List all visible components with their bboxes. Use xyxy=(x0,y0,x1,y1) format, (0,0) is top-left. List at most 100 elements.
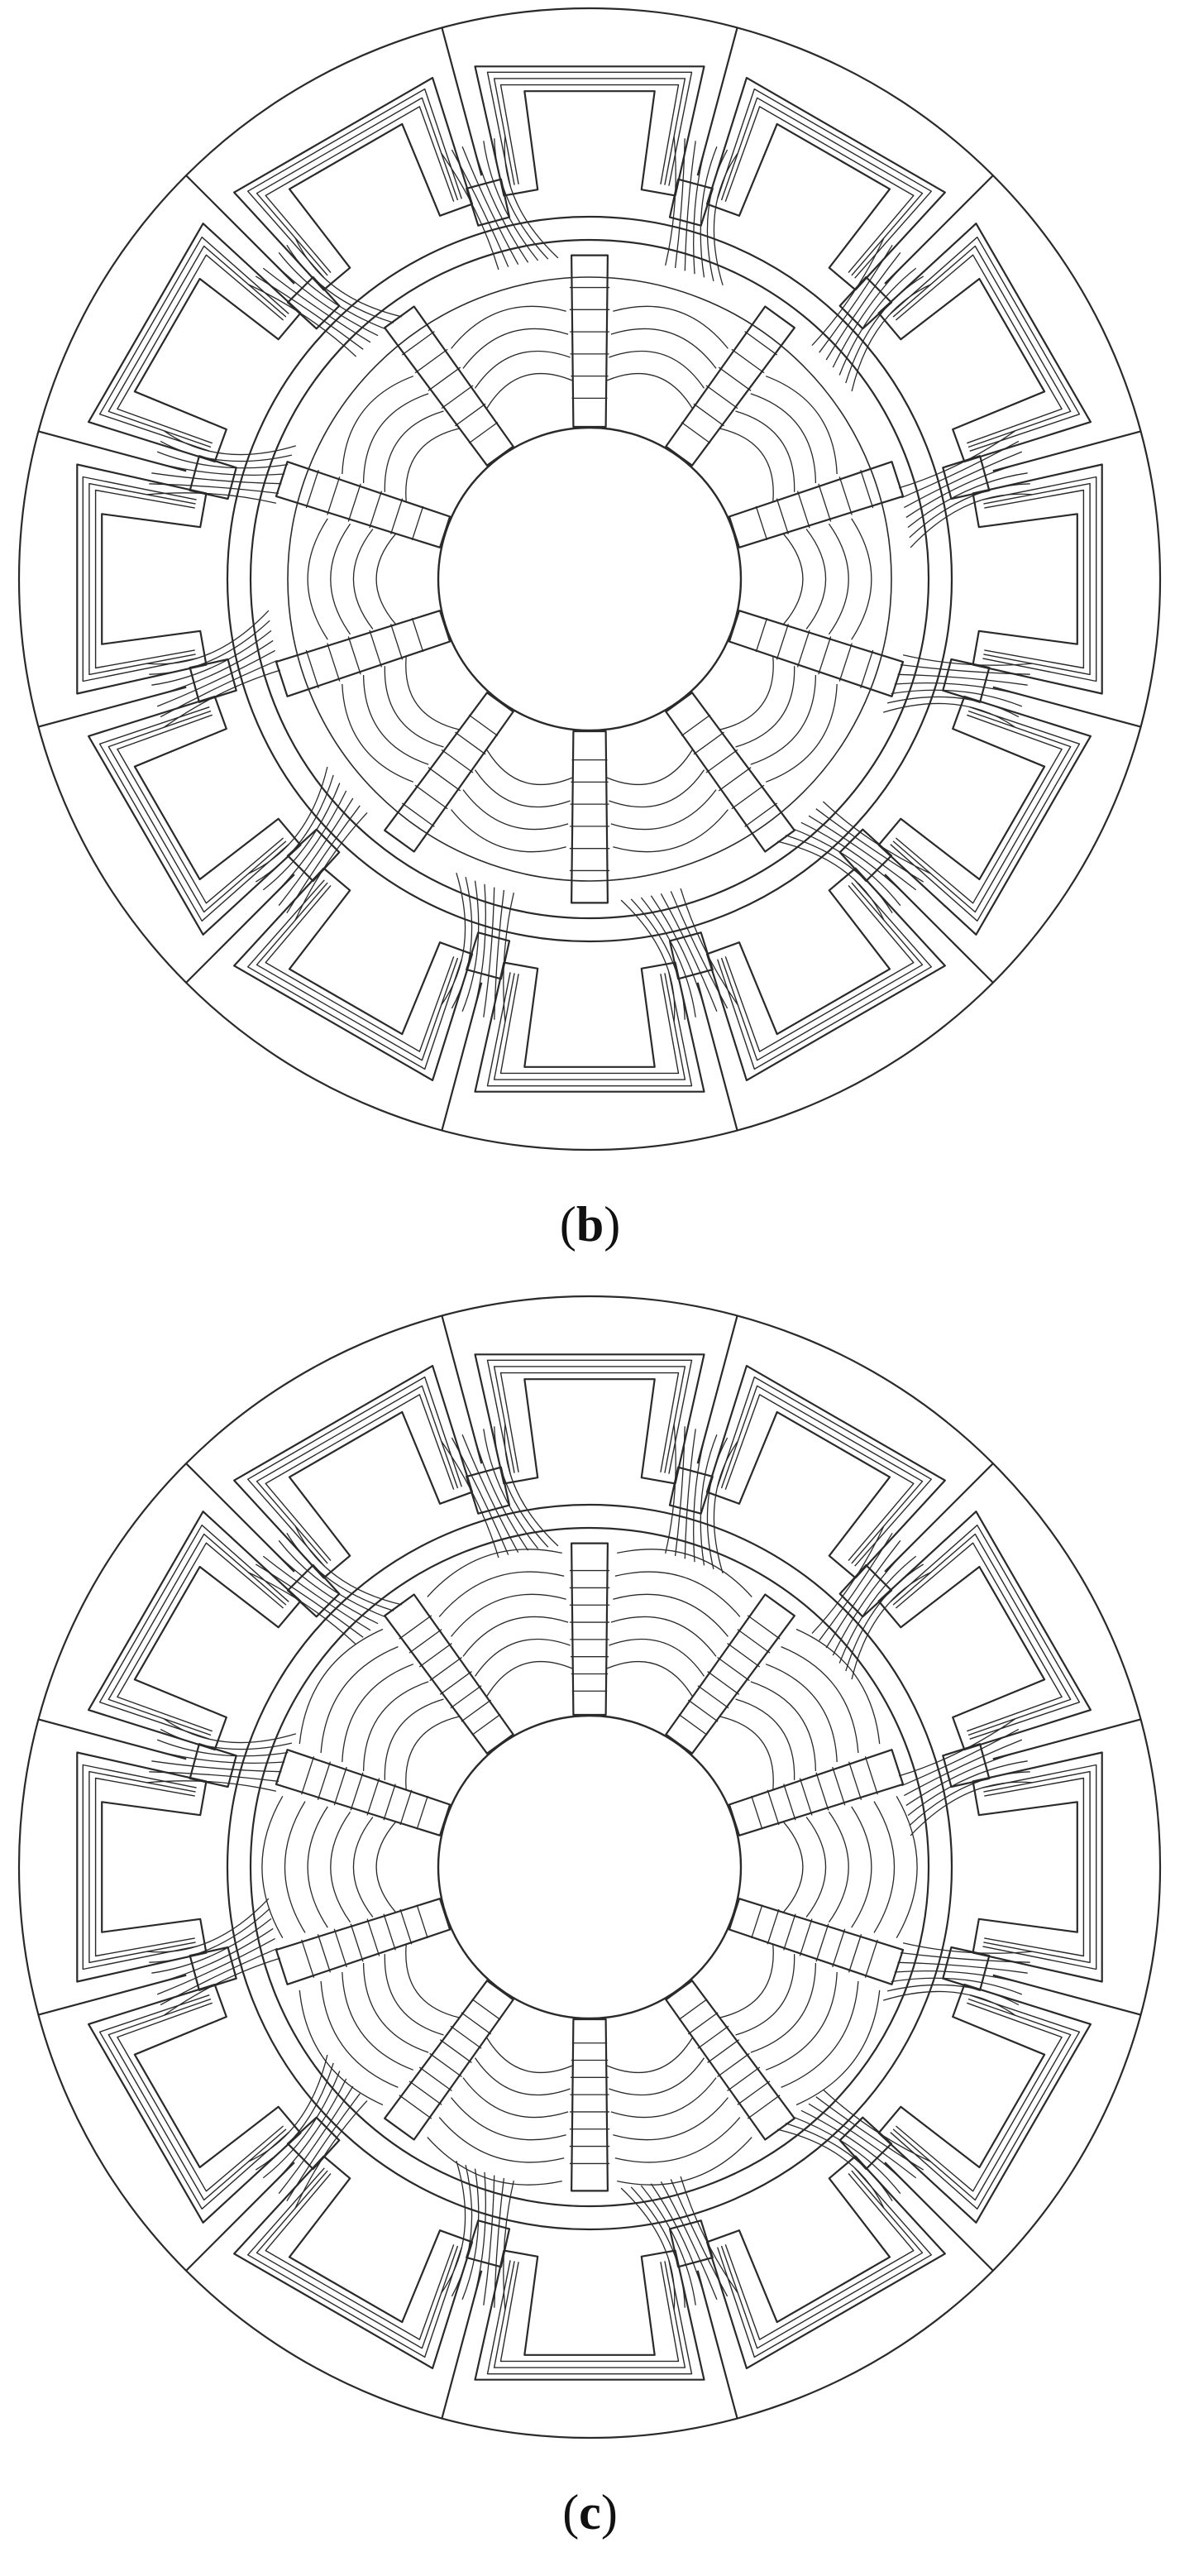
rotor-core-flux-line xyxy=(384,1698,444,1780)
rotor-shaft-circle xyxy=(437,426,743,732)
figure-panel-c: (c) xyxy=(0,1288,1180,2576)
rotor-core-flux-line xyxy=(613,2097,729,2141)
rotor-core-flux-line xyxy=(474,350,571,389)
magnet-flux-line xyxy=(693,731,724,755)
magnet-flux-line xyxy=(832,1766,846,1806)
airgap-flux-line xyxy=(270,260,379,337)
magnet-flux-line xyxy=(717,1656,750,1682)
rotor-outer-circle xyxy=(249,1526,930,2208)
magnet-flux-line xyxy=(327,643,341,682)
airgap-flux-line xyxy=(903,1739,1023,1797)
airgap-flux-line xyxy=(255,1563,364,1638)
airgap-flux-line xyxy=(149,1771,279,1783)
magnet-flux-line xyxy=(815,1772,829,1811)
airgap-flux-line xyxy=(897,673,1028,686)
stator-u-core xyxy=(972,463,1103,695)
airgap-flux-line xyxy=(151,1918,272,1974)
airgap-flux-line xyxy=(441,1440,499,1559)
rotor-core-flux-line xyxy=(610,1616,717,1657)
magnet-flux-line xyxy=(429,2052,462,2078)
airgap-flux-line xyxy=(494,1426,549,1548)
airgap-flux-line xyxy=(776,840,885,921)
airgap-flux-line xyxy=(504,1424,559,1547)
rotor-core-flux-line xyxy=(427,2137,562,2186)
stator-flux-line xyxy=(486,71,693,186)
airgap-flux-line xyxy=(897,1961,1028,1974)
stator-flux-line xyxy=(983,1770,1091,1964)
stator-flux-line xyxy=(107,1998,287,2201)
rotor-core-flux-line xyxy=(719,1945,774,2018)
airgap-flux-line xyxy=(894,682,1025,697)
airgap-flux-line xyxy=(262,2071,341,2179)
airgap-flux-line xyxy=(900,663,1030,675)
airgap-flux-line xyxy=(472,1431,529,1551)
airgap-flux-line xyxy=(851,284,931,392)
magnet-flux-line xyxy=(864,1939,878,1978)
stator-flux-line xyxy=(720,1385,924,1564)
rotor-core-flux-line xyxy=(405,657,460,730)
stator-flux-line xyxy=(983,482,1091,676)
airgap-flux-line xyxy=(838,1555,917,1664)
stator-flux-line xyxy=(98,237,289,452)
stator-flux-line xyxy=(890,1994,1081,2210)
magnet-flux-line xyxy=(731,348,765,374)
rotor-core-flux-line xyxy=(805,1817,827,1918)
magnet-flux-line xyxy=(399,2095,432,2119)
magnet-flux-line xyxy=(776,498,789,534)
airgap-flux-line xyxy=(901,1728,1020,1787)
rotor-core-flux-line xyxy=(606,372,693,409)
airgap-flux-line xyxy=(693,1431,707,1563)
airgap-flux-line xyxy=(901,440,1020,499)
magnet-flux-line xyxy=(815,1923,829,1962)
rotor-core-flux-line xyxy=(609,2057,705,2096)
rotor-core-flux-line xyxy=(781,1980,859,2089)
motor-flux-diagram-b xyxy=(17,7,1162,1152)
stator-u-core xyxy=(87,223,302,463)
magnet-flux-line xyxy=(305,469,319,509)
rotor-magnet xyxy=(384,692,514,853)
airgap-flux-line xyxy=(640,897,696,1017)
rotor-magnet xyxy=(384,305,514,467)
stator-flux-line xyxy=(895,714,1063,904)
magnet-flux-line xyxy=(468,714,499,737)
airgap-flux-line xyxy=(700,1434,718,1566)
magnet-flux-line xyxy=(441,385,474,409)
rotor-core-flux-line xyxy=(486,372,573,409)
caption-c: (c) xyxy=(0,2479,1180,2545)
magnet-flux-line xyxy=(366,1918,380,1956)
airgap-flux-line xyxy=(146,1898,270,1953)
airgap-flux-line xyxy=(900,1951,1030,1963)
airgap-flux-line xyxy=(163,1718,296,1744)
airgap-flux-line xyxy=(472,143,529,263)
caption-c-open: ( xyxy=(562,2485,580,2540)
stator-flux-line xyxy=(98,706,289,922)
airgap-flux-line xyxy=(154,1927,274,1985)
stator-flux-line xyxy=(895,2002,1063,2192)
rotor-core-flux-line xyxy=(750,393,817,484)
airgap-flux-line xyxy=(278,1539,386,1618)
airgap-flux-line xyxy=(286,2093,361,2202)
rotor-core-flux-line xyxy=(427,1549,562,1597)
magnet-flux-line xyxy=(401,331,435,356)
magnet-flux-line xyxy=(450,1685,482,1709)
rotor-core-flux-line xyxy=(486,749,573,786)
rotor-shaft-circle xyxy=(437,1714,743,2020)
rotor-core-flux-line xyxy=(352,1817,374,1918)
magnet-flux-line xyxy=(767,1789,780,1826)
magnet-flux-line xyxy=(327,476,341,515)
airgap-flux-line xyxy=(441,873,466,1006)
airgap-flux-line xyxy=(650,2183,707,2303)
magnet-flux-line xyxy=(796,491,810,529)
caption-c-letter: c xyxy=(579,2485,601,2540)
magnet-flux-line xyxy=(860,469,874,509)
magnet-flux-line xyxy=(455,403,486,427)
stator-u-core xyxy=(877,1511,1092,1751)
magnet-flux-line xyxy=(783,1913,796,1951)
airgap-flux-line xyxy=(156,451,289,469)
airgap-flux-line xyxy=(294,237,403,318)
stator-flux-line xyxy=(720,97,924,276)
airgap-flux-line xyxy=(255,774,334,883)
rotor-core-flux-line xyxy=(613,809,729,853)
rotor-core-flux-line xyxy=(805,529,827,630)
magnet-flux-line xyxy=(418,2066,452,2092)
